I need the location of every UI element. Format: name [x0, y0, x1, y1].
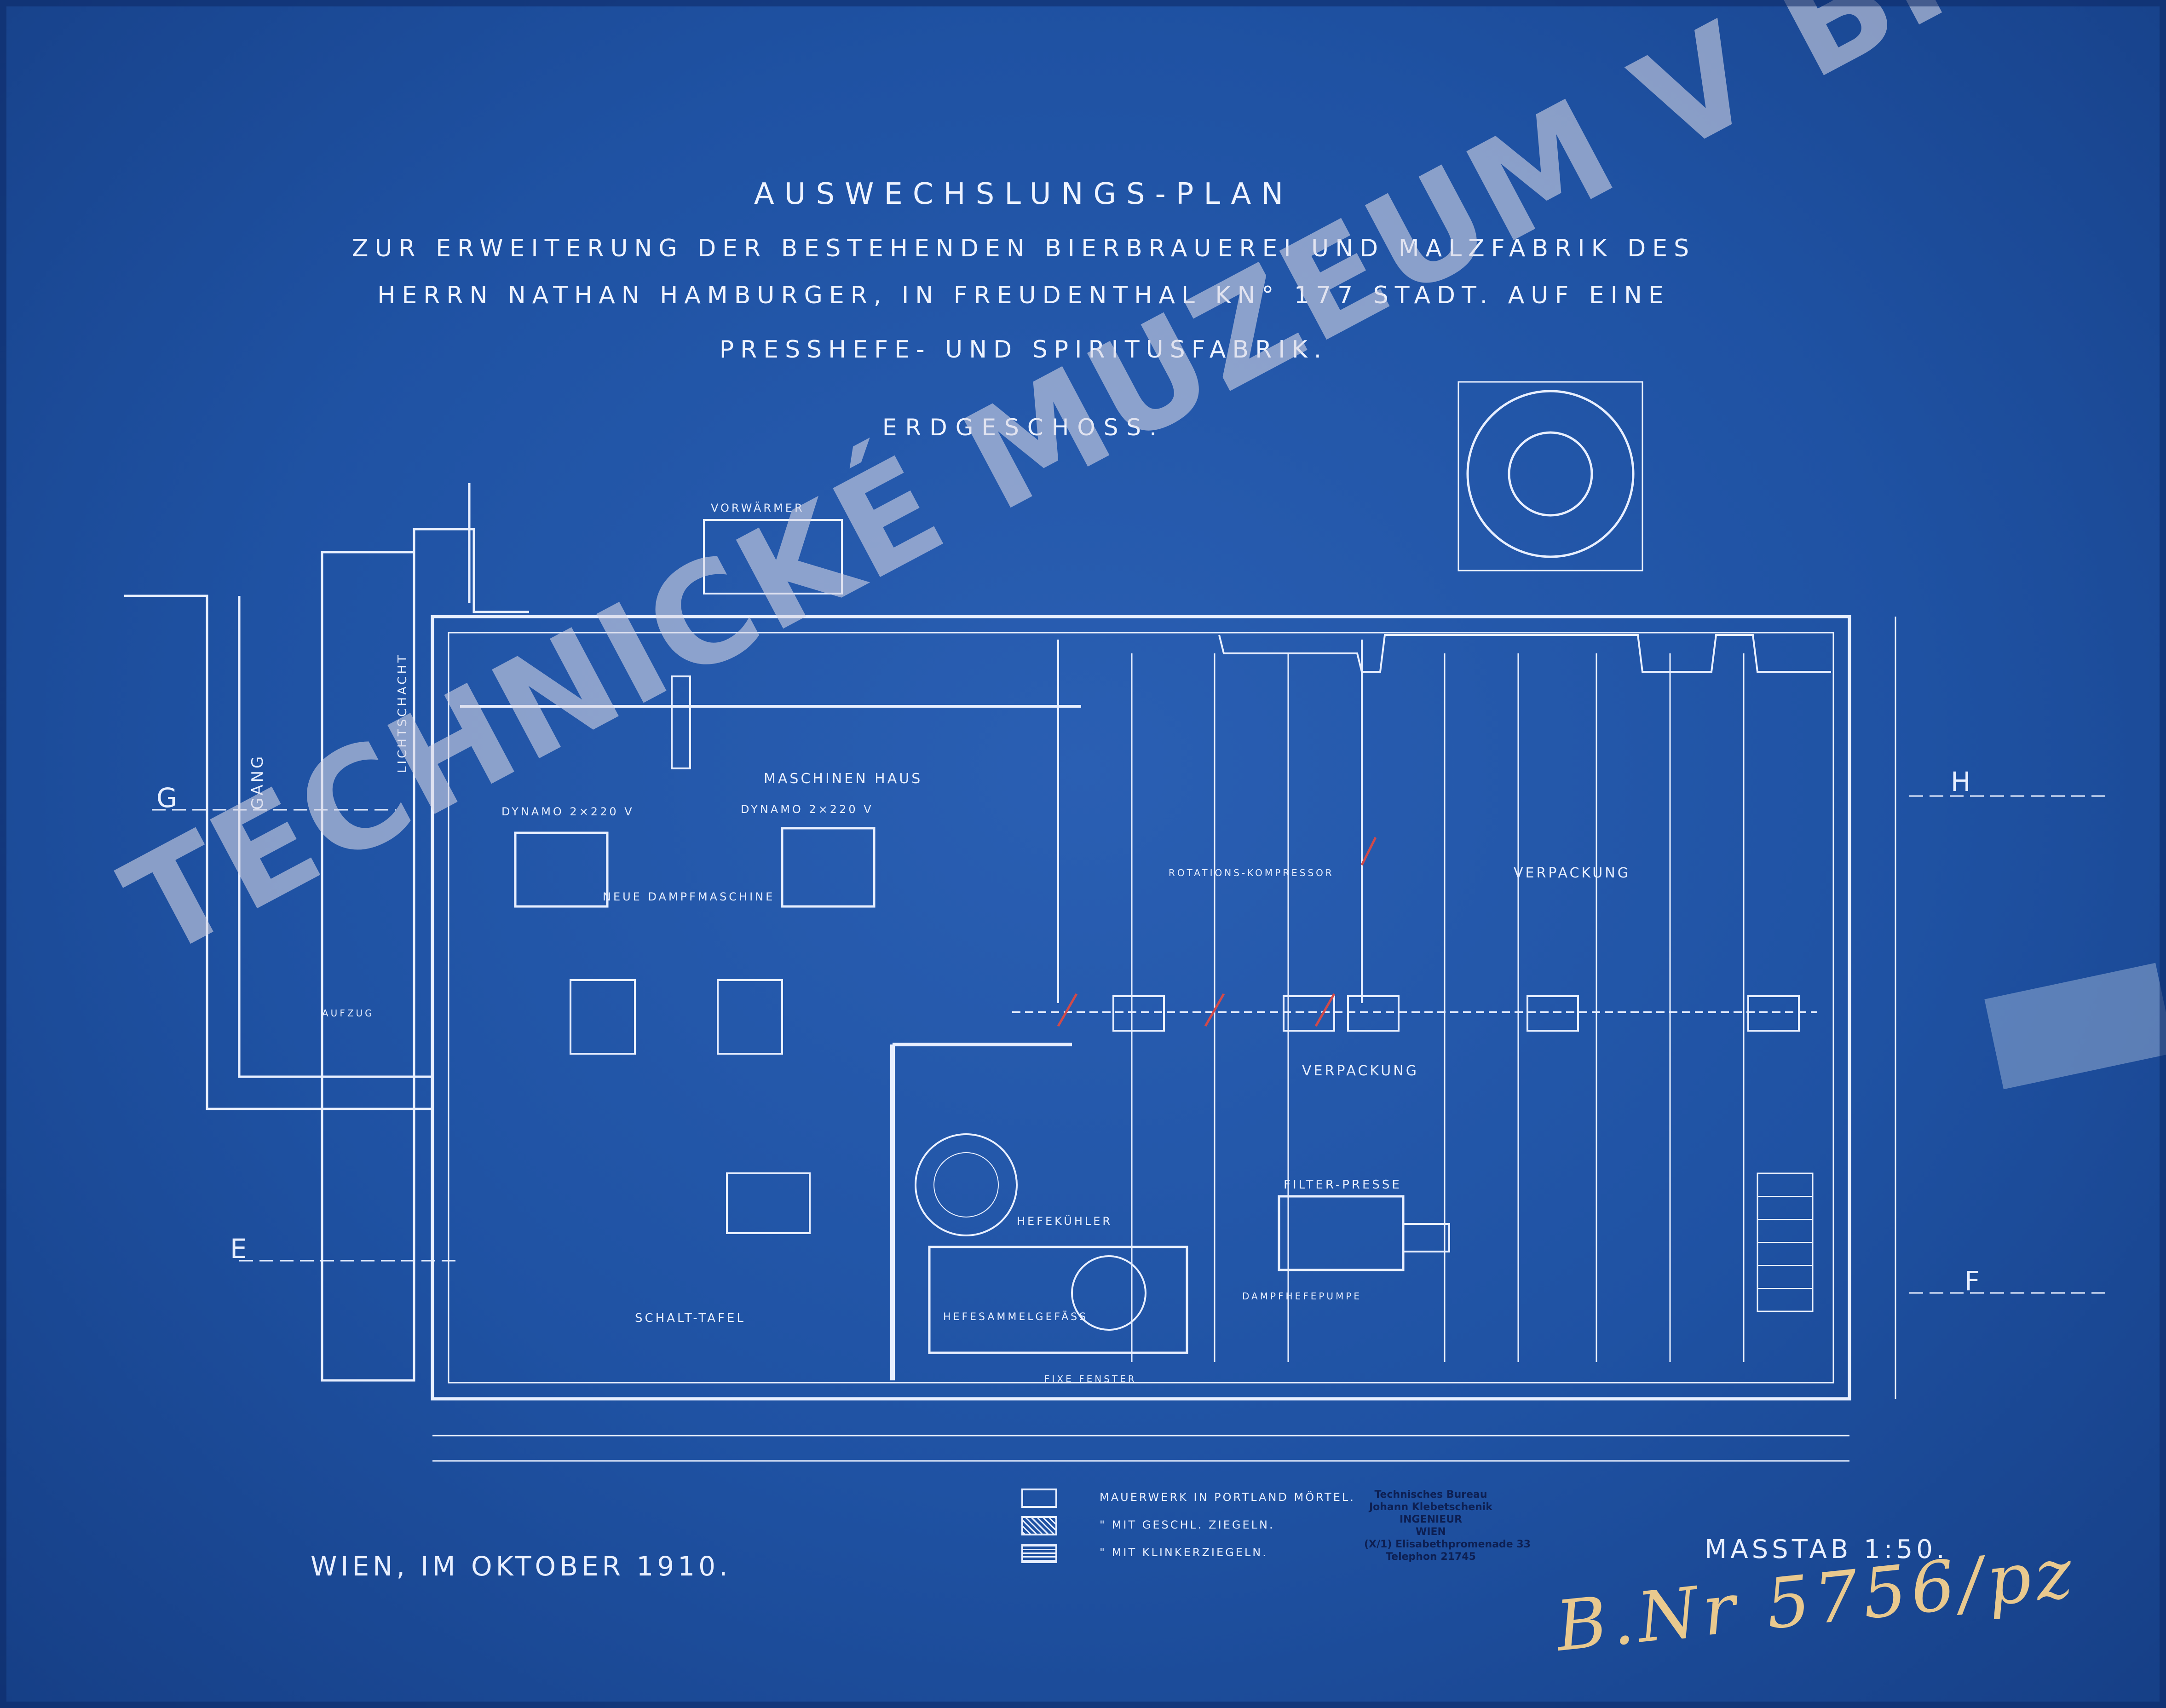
room-label-vorwarmer: VORWÄRMER [711, 502, 805, 514]
legend-swatch-geschl [1021, 1516, 1057, 1535]
section-mark-f: F [1964, 1265, 1980, 1297]
corridor-inner-wall [238, 596, 432, 1078]
pump-unit [726, 1172, 811, 1234]
column-3 [1347, 995, 1400, 1032]
legend-swatch-klinker [1021, 1544, 1057, 1563]
silo-inner-ring [1508, 431, 1593, 517]
dynamo-1 [514, 831, 609, 908]
column-4 [1527, 995, 1579, 1032]
legend-label-klinker: " MIT KLINKERZIEGELN. [1100, 1546, 1268, 1559]
yeast-tank-vessel [1071, 1255, 1146, 1331]
room-label-maschinenhaus: MASCHINEN HAUS [764, 771, 923, 787]
filter-press-head [1402, 1223, 1450, 1252]
floor-label: ERDGESCHOSS. [882, 414, 1165, 441]
stamp-line-6: Telephon 21745 [1386, 1551, 1476, 1563]
room-label-rotationskompressor: ROTATIONS-KOMPRESSOR [1169, 867, 1334, 878]
silo-outline [1457, 381, 1643, 571]
yeast-cooler-circle [915, 1133, 1018, 1236]
legend-label-geschl: " MIT GESCHL. ZIEGELN. [1100, 1518, 1275, 1531]
engine-block-2 [717, 979, 783, 1055]
legend-swatch-portland [1021, 1489, 1057, 1508]
engine-block-1 [570, 979, 636, 1055]
column-1 [1112, 995, 1165, 1032]
flywheel [671, 675, 691, 769]
section-mark-g: G [156, 782, 177, 814]
building-wall-nw [322, 528, 529, 613]
corridor-outer-wall [124, 594, 432, 1110]
room-label-hefesammelgefass: HEFESAMMELGEFÄSS [943, 1311, 1089, 1323]
stamp-line-5: (X/1) Elisabethpromenade 33 [1364, 1539, 1531, 1550]
room-label-dampfhefepumpe: DAMPFHEFEPUMPE [1242, 1291, 1362, 1302]
room-label-dynamo-1: DYNAMO 2×220 V [501, 805, 634, 818]
dynamo-2 [781, 827, 876, 908]
stamp-line-1: Technisches Bureau [1374, 1489, 1487, 1500]
room-label-hefekuhler: HEFEKÜHLER [1017, 1215, 1113, 1228]
silo-outer-ring [1466, 390, 1635, 558]
filter-press [1278, 1195, 1405, 1271]
main-building-outline [431, 615, 1851, 1401]
scale-label: MASSTAB 1:50. [1705, 1535, 1948, 1564]
west-wing-wall [321, 551, 415, 1382]
plan-title: AUSWECHSLUNGS-PLAN [754, 177, 1294, 211]
engineer-stamp: Technisches Bureau Johann Klebetschenik … [1364, 1489, 1531, 1563]
room-label-schalttafel: SCHALT-TAFEL [635, 1311, 746, 1325]
date-label: WIEN, IM OKTOBER 1910. [311, 1551, 732, 1582]
room-label-dynamo-2: DYNAMO 2×220 V [741, 803, 874, 816]
section-mark-h: H [1951, 766, 1971, 797]
plan-subtitle-line2: HERRN NATHAN HAMBURGER, IN FREUDENTHAL K… [377, 282, 1670, 309]
main-building-inner-line [448, 632, 1834, 1384]
room-label-filterpresse: FILTER-PRESSE [1284, 1178, 1402, 1192]
room-label-verpackung-1: VERPACKUNG [1514, 865, 1630, 881]
column-2 [1283, 995, 1335, 1032]
plan-subtitle-line1: ZUR ERWEITERUNG DER BESTEHENDEN BIERBRAU… [351, 235, 1696, 262]
yeast-cooler-inner [933, 1152, 999, 1218]
room-label-aufzug: AUFZUG [322, 1008, 374, 1019]
column-5 [1747, 995, 1800, 1032]
room-label-dampfmaschine: NEUE DAMPFMASCHINE [603, 890, 775, 903]
yeast-tank [928, 1246, 1188, 1354]
plan-subtitle-line3: PRESSHEFE- UND SPIRITUSFABRIK. [719, 336, 1328, 364]
preheater-unit [703, 519, 843, 594]
red-correction-marks [1057, 837, 1377, 1027]
stamp-line-4: WIEN [1416, 1526, 1446, 1538]
section-mark-e: E [230, 1233, 247, 1264]
plan-linework [124, 381, 2107, 1462]
stamp-line-2: Johann Klebetschenik [1369, 1501, 1493, 1513]
stamp-line-3: INGENIEUR [1399, 1514, 1463, 1525]
room-label-verpackung-2: VERPACKUNG [1302, 1063, 1419, 1079]
legend-label-portland: MAUERWERK IN PORTLAND MÖRTEL. [1100, 1491, 1355, 1504]
facade-north-right [1218, 634, 1831, 673]
room-label-fixe-fenster: FIXE FENSTER [1044, 1373, 1137, 1385]
